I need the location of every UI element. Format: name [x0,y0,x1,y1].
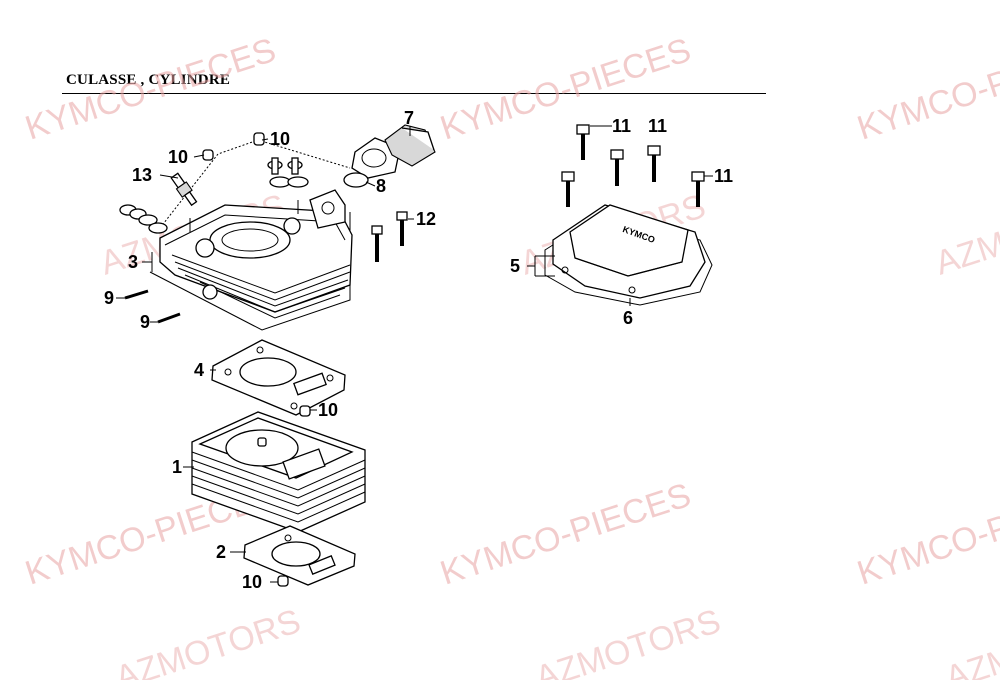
part-labels: 10 10 13 3 9 9 7 8 12 4 10 1 2 10 11 11 … [104,108,733,592]
watermarks: KYMCO-PIECES KYMCO-PIECES KYMCO-PIECES K… [21,31,1000,680]
watermark-kymco-3: KYMCO-PIECES [853,31,1000,148]
label-part-5: 5 [510,256,520,276]
head-cover: KYMCO [544,204,713,306]
label-part-10-b: 10 [270,129,290,149]
label-part-3: 3 [128,252,138,272]
page-title: CULASSE , CYLINDRE [66,72,231,88]
head-gasket [211,339,346,416]
watermark-azm-3: AZMOTORS [931,187,1000,282]
label-part-11-a: 11 [612,116,631,136]
label-part-4: 4 [194,360,204,380]
intake-manifold [343,124,436,188]
valve-parts [119,157,309,234]
label-part-2: 2 [216,542,226,562]
cylinder-head [149,139,353,331]
label-part-6: 6 [623,308,633,328]
title-underline [62,93,766,94]
label-part-10-d: 10 [242,572,262,592]
label-part-9-b: 9 [140,312,150,332]
label-part-11-b: 11 [648,116,667,136]
label-part-10-a: 10 [168,147,188,167]
spark-plug [170,172,198,207]
watermark-azm-6: AZMOTORS [941,602,1000,680]
base-gasket [243,525,356,586]
watermark-kymco-5: KYMCO-PIECES [436,476,696,593]
dowel-pin-bottom [277,575,289,587]
label-part-9-a: 9 [104,288,114,308]
watermark-azm-5: AZMOTORS [531,602,725,680]
label-part-1: 1 [172,457,182,477]
label-part-12: 12 [416,209,436,229]
label-part-7: 7 [404,108,414,128]
label-part-13: 13 [132,165,152,185]
watermark-kymco-1: KYMCO-PIECES [21,31,281,148]
leader-lines [116,125,713,583]
dowel-pins-head [202,132,265,161]
label-part-8: 8 [376,176,386,196]
watermark-kymco-6: KYMCO-PIECES [853,476,1000,593]
cover-bolts [561,124,705,207]
label-part-10-c: 10 [318,400,338,420]
label-part-11-c: 11 [714,166,733,186]
head-bolts [371,211,408,262]
cylinder [191,411,366,533]
dowel-pin-mid [299,405,311,417]
watermark-azm-4: AZMOTORS [111,602,305,680]
pins [124,289,181,324]
